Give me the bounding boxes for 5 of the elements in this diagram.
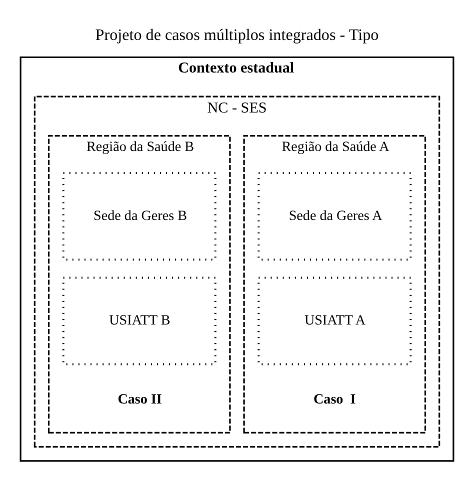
diagram-title: Projeto de casos múltiplos integrados - Tipo (95, 26, 379, 44)
node-box: Sede da Geres A (258, 172, 412, 261)
node-box: USIATT B (62, 276, 216, 366)
node-box: USIATT A (258, 276, 412, 366)
node-box: Sede da Geres B (62, 172, 216, 261)
